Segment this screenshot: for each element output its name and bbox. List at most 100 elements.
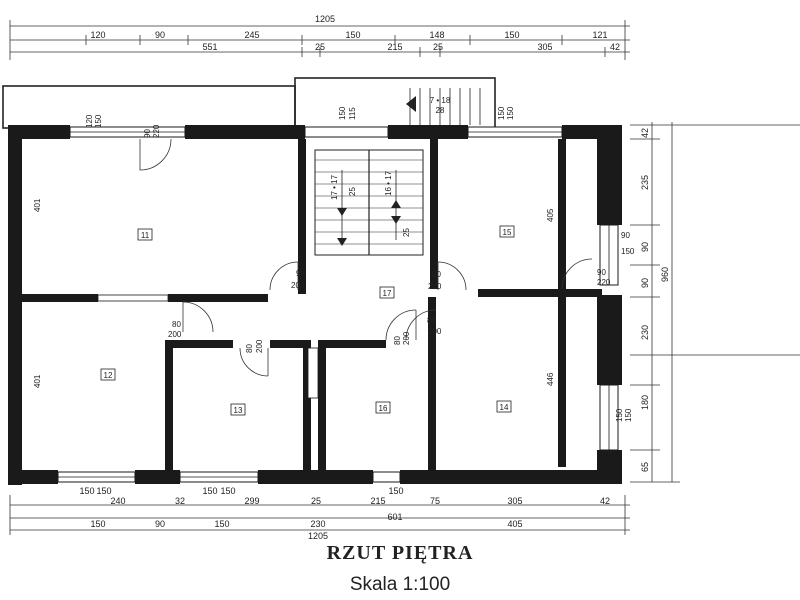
- stair-flight-a-sub: 25: [348, 187, 357, 196]
- room-box-14: [496, 400, 512, 413]
- top-dim-3: 245: [244, 30, 259, 40]
- door-top-note-b: 220: [152, 124, 161, 138]
- room-label-16: 16: [379, 404, 388, 413]
- door-15-b: 200: [428, 282, 442, 291]
- window-note-a: 120: [85, 114, 94, 128]
- outer-walls: [8, 125, 622, 485]
- door-16-a: 80: [393, 336, 402, 345]
- bottom-dim-12: 305: [507, 496, 522, 506]
- door-16-b: 200: [402, 331, 411, 345]
- right-window-b2: 220: [597, 278, 611, 287]
- right-seg-3: 90: [640, 242, 650, 252]
- stair-top-note-a: 150: [338, 106, 347, 120]
- top-dim-10: 215: [387, 42, 402, 52]
- stair-flight-b: 16 • 17: [384, 170, 393, 196]
- right-seg-8: 180: [640, 395, 650, 410]
- bottom-total-dim: 1205: [308, 531, 328, 541]
- room-label-17: 17: [383, 289, 392, 298]
- top-dim-4: 150: [345, 30, 360, 40]
- door-11-b: 200: [291, 281, 305, 290]
- top-dim-6: 150: [504, 30, 519, 40]
- left-dim-upper: 401: [33, 198, 42, 212]
- stair-flight-b-sub: 25: [402, 228, 411, 237]
- top-dim-5: 148: [429, 30, 444, 40]
- room15-top-a: 150: [497, 106, 506, 120]
- room-box-12: [100, 368, 116, 381]
- plan-scale: Skala 1:100: [349, 574, 451, 595]
- stair-note-sub: 28: [436, 106, 445, 115]
- right-seg-1: 42: [640, 128, 650, 138]
- bottom-dim-16: 150: [214, 519, 229, 529]
- top-dim-9: 25: [315, 42, 325, 52]
- door-top-note-a: 90: [143, 129, 152, 138]
- room-box-13: [230, 403, 246, 416]
- right-window-a1: 90: [621, 231, 630, 240]
- room-labels: 11 12 13 14 15 16 17: [100, 225, 515, 416]
- stair-flight-a: 17 • 17: [330, 174, 339, 200]
- right-total-dim: 960: [660, 267, 670, 282]
- bottom-dim-4: 32: [175, 496, 185, 506]
- bottom-dim-5: 150: [202, 486, 217, 496]
- top-dim-11: 25: [433, 42, 443, 52]
- top-dim-7: 121: [592, 30, 607, 40]
- window-note-b: 150: [94, 114, 103, 128]
- room-box-17: [379, 286, 395, 299]
- bottom-dim-7: 299: [244, 496, 259, 506]
- top-dim-2: 90: [155, 30, 165, 40]
- right-window-c2: 150: [624, 408, 633, 422]
- door-11-a: 90: [296, 269, 305, 278]
- room-label-13: 13: [234, 406, 243, 415]
- door-14-b: 200: [428, 327, 442, 336]
- top-total-dim: 1205: [315, 14, 335, 24]
- room-label-11: 11: [141, 231, 150, 240]
- room-label-12: 12: [104, 371, 113, 380]
- right-window-b1: 90: [597, 268, 606, 277]
- right-dimensions: 42 235 90 90 230 180 65 960: [630, 122, 800, 483]
- room15-top-b: 150: [506, 106, 515, 120]
- top-dim-8: 551: [202, 42, 217, 52]
- stair-top-note-b: 115: [348, 107, 357, 120]
- bottom-dim-13: 42: [600, 496, 610, 506]
- door-14-a: 80: [427, 316, 436, 325]
- door-13-b: 200: [255, 339, 264, 353]
- top-dim-1: 120: [90, 30, 105, 40]
- right-seg-7: 230: [640, 325, 650, 340]
- plan-title: RZUT PIĘTRA: [326, 542, 474, 564]
- right-seg-5: 90: [640, 278, 650, 288]
- door-15-a: 90: [432, 270, 441, 279]
- room-box-11: [137, 228, 153, 241]
- room-label-14: 14: [500, 403, 509, 412]
- bottom-dim-3: 240: [110, 496, 125, 506]
- bottom-dim-8: 25: [311, 496, 321, 506]
- right-window-c1: 150: [615, 408, 624, 422]
- top-dim-12: 305: [537, 42, 552, 52]
- bottom-dim-9: 215: [370, 496, 385, 506]
- room-box-16: [375, 401, 391, 414]
- bottom-dim-1: 150: [79, 486, 94, 496]
- stair-note: 7 • 18: [430, 96, 451, 105]
- room14-height: 446: [546, 372, 555, 386]
- door-13-a: 80: [245, 344, 254, 353]
- staircase: [314, 149, 424, 256]
- door-swings: [139, 138, 593, 377]
- bottom-dim-11: 75: [430, 496, 440, 506]
- right-seg-9: 65: [640, 462, 650, 472]
- left-dimensions: 401 401: [33, 198, 42, 388]
- bottom-dim-17: 230: [310, 519, 325, 529]
- interior-notes: 120 150 90 220 150 115 7 • 18 28 150 150…: [85, 96, 635, 422]
- room15-height: 405: [546, 208, 555, 222]
- interior-walls: [22, 139, 602, 470]
- bottom-dim-18: 601: [387, 512, 402, 522]
- door-12-a: 80: [172, 320, 181, 329]
- top-dimensions: 1205 120 90 245 150 148 150 121 551 25 2…: [9, 14, 630, 60]
- right-seg-2: 235: [640, 175, 650, 190]
- bottom-dim-2: 150: [96, 486, 111, 496]
- room-label-15: 15: [503, 228, 512, 237]
- bottom-dim-10: 150: [388, 486, 403, 496]
- door-12-b: 200: [168, 330, 182, 339]
- bottom-dim-14: 150: [90, 519, 105, 529]
- bottom-dim-6: 150: [220, 486, 235, 496]
- bottom-dim-19: 405: [507, 519, 522, 529]
- upper-outline: [2, 77, 496, 129]
